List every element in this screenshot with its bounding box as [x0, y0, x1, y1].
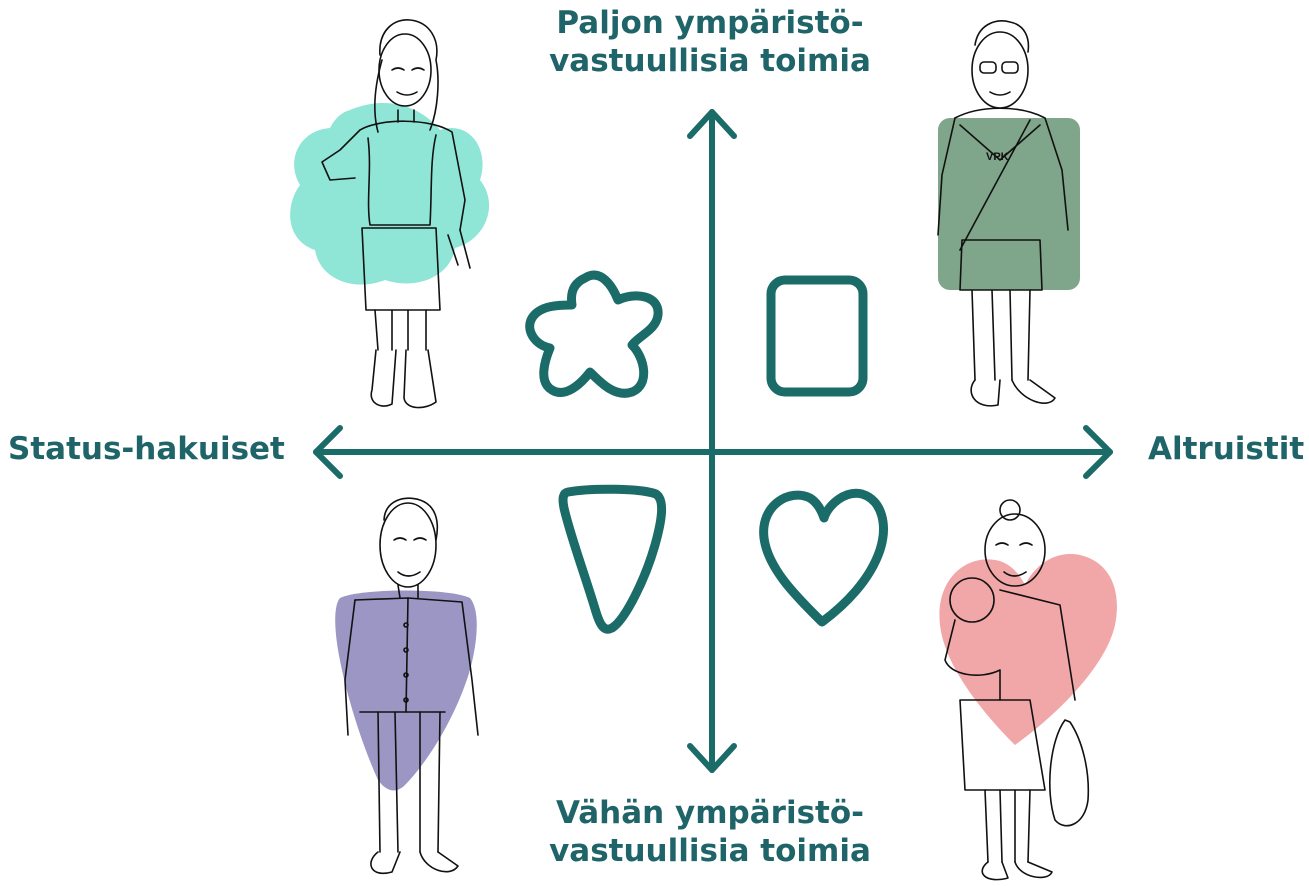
mint-blob [290, 103, 489, 285]
square-icon [771, 280, 863, 392]
head [380, 503, 436, 587]
right-axis-label: Altruistit [1148, 430, 1304, 468]
bottom-axis-label: Vähän ympäristö- vastuullisia toimia [500, 794, 920, 870]
heart-icon [764, 493, 884, 622]
triangle-icon [563, 489, 662, 629]
top-axis-label-line-2: vastuullisia toimia [500, 42, 920, 80]
top-axis-label-line-1: Paljon ympäristö- [500, 4, 920, 42]
hoodie-text: VPK [986, 151, 1009, 163]
green-square-blob [938, 118, 1080, 290]
bottom-axis-label-line-2: vastuullisia toimia [500, 832, 920, 870]
left-axis-label: Status-hakuiset [8, 430, 285, 468]
flower-icon [530, 275, 658, 393]
bottom-axis-label-line-1: Vähän ympäristö- [500, 794, 920, 832]
top-axis-label: Paljon ympäristö- vastuullisia toimia [500, 4, 920, 80]
